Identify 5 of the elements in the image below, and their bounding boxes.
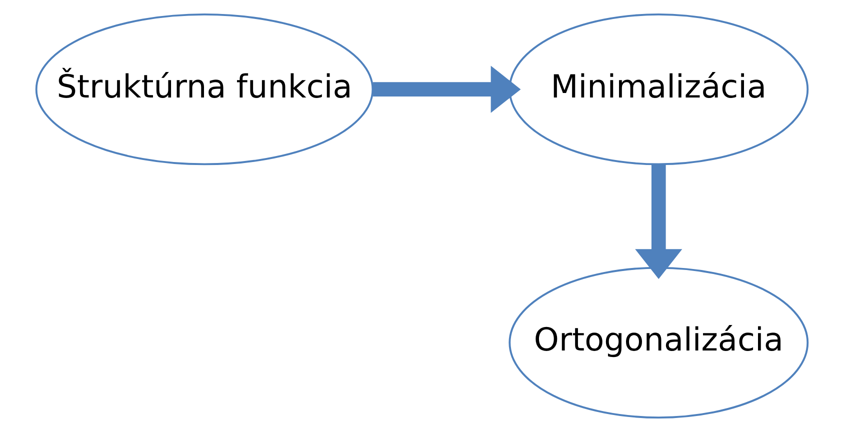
- arrow: [373, 66, 521, 113]
- node-ellipse: Minimalizácia: [508, 13, 809, 166]
- arrow: [635, 164, 682, 280]
- node-ellipse: Štruktúrna funkcia: [35, 13, 374, 166]
- node-ellipse: Ortogonalizácia: [508, 266, 809, 419]
